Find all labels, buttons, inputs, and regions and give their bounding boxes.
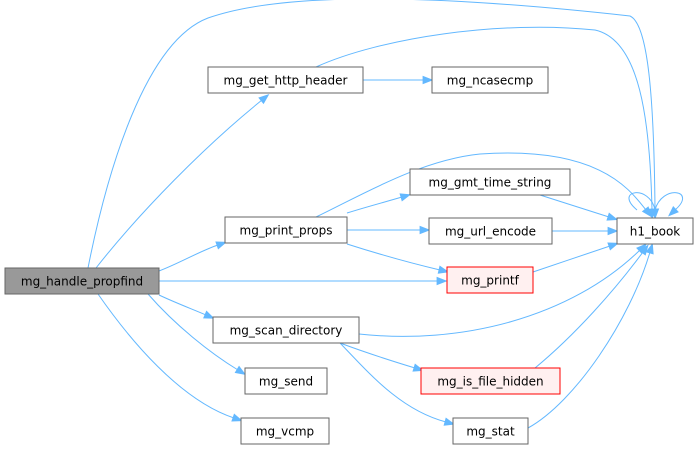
edge-line [315,152,647,218]
edge-arrowhead [437,265,450,274]
node-label: mg_get_http_header [224,74,348,88]
node-mg-stat[interactable]: mg_stat [452,417,529,445]
edge-mg-scan-directory-to-mg-is-file-hidden [339,342,425,372]
node-label: mg_handle_propfind [21,275,143,289]
edge-arrowhead [436,276,448,286]
node-mg-url-encode[interactable]: mg_url_encode [428,217,553,245]
edge-arrowhead [419,225,431,235]
edge-arrowhead [412,363,425,372]
edge-line [532,245,611,273]
edge-arrowhead [641,206,652,218]
edge-mg-handle-propfind-to-mg-send [147,293,247,375]
edge-line [95,99,263,269]
node-label: mg_gmt_time_string [429,176,552,190]
edge-mg-handle-propfind-to-mg-scan-directory [158,294,215,319]
edge-arrowhead [638,244,649,256]
node-label: mg_vcmp [256,425,314,439]
edge-mg-print-props-to-mg-url-encode [347,225,431,235]
node-label: mg_is_file_hidden [437,375,543,389]
edge-line [346,243,441,271]
edge-line [97,293,235,419]
edge-arrowhead [668,205,679,217]
edge-h1-book-to-h1-book [628,192,683,217]
edge-mg-print-props-to-h1-book [315,152,652,218]
node-mg-get-http-header[interactable]: mg_get_http_header [207,66,364,94]
node-label: mg_stat [466,425,515,439]
edge-line [315,26,653,211]
node-mg-scan-directory[interactable]: mg_scan_directory [212,316,360,344]
edges-layer [87,0,683,429]
edge-line [534,251,644,369]
edge-line [87,0,656,269]
edge-line [339,342,416,369]
node-label: mg_ncasecmp [447,74,533,88]
nodes-layer: mg_handle_propfind mg_get_http_header mg… [4,66,694,445]
edge-mg-is-file-hidden-to-h1-book [534,244,649,369]
node-label: mg_print_props [240,224,333,238]
node-mg-send[interactable]: mg_send [244,367,328,395]
edge-arrowhead [606,212,619,221]
edge-mg-handle-propfind-to-mg-get-http-header [95,94,270,269]
edge-mg-printf-to-h1-book [532,242,619,273]
node-h1-book[interactable]: h1_book [616,217,694,245]
node-label: h1_book [630,225,681,239]
node-mg-printf[interactable]: mg_printf [446,266,534,294]
edge-arrowhead [645,242,654,255]
edge-mg-handle-propfind-to-h1-book [87,0,660,269]
edge-line [346,196,403,214]
edge-arrowhead [443,417,456,426]
edge-mg-url-encode-to-h1-book [552,226,619,236]
edge-mg-scan-directory-to-mg-stat [339,342,456,426]
edge-line [147,293,239,371]
edge-mg-get-http-header-to-mg-ncasecmp [363,75,434,85]
node-mg-ncasecmp[interactable]: mg_ncasecmp [431,66,549,94]
edge-mg-print-props-to-mg-gmt-time-string [346,193,412,214]
edge-mg-handle-propfind-to-mg-print-props [158,241,227,272]
edge-line [358,249,641,337]
edge-arrowhead [607,226,619,236]
node-mg-vcmp[interactable]: mg_vcmp [240,417,330,445]
node-label: mg_scan_directory [230,324,343,338]
edge-line [628,192,683,211]
edge-arrowhead [215,241,227,250]
edge-mg-handle-propfind-to-mg-vcmp [97,293,243,422]
edge-line [158,294,207,316]
edge-arrowhead [422,75,434,85]
node-label: mg_url_encode [445,225,536,239]
edge-line [339,342,447,423]
edge-line [539,194,610,218]
edge-mg-gmt-time-string-to-h1-book [539,194,619,221]
edge-arrowhead [203,310,215,319]
node-mg-is-file-hidden[interactable]: mg_is_file_hidden [420,367,561,395]
edge-arrowhead [607,242,619,251]
edge-line [527,251,651,429]
node-mg-print-props[interactable]: mg_print_props [224,216,348,244]
edge-arrowhead [258,94,270,105]
edge-mg-stat-to-h1-book [527,242,654,429]
edge-line [158,244,219,272]
node-label: mg_send [259,375,313,389]
edge-arrowhead [234,365,247,375]
edge-mg-print-props-to-mg-printf [346,243,450,274]
edge-arrowhead [399,193,412,202]
node-label: mg_printf [461,274,520,288]
node-mg-handle-propfind[interactable]: mg_handle_propfind [4,267,160,295]
node-mg-gmt-time-string[interactable]: mg_gmt_time_string [409,168,571,196]
edge-mg-handle-propfind-to-mg-printf [159,276,448,286]
edge-arrowhead [231,413,243,422]
